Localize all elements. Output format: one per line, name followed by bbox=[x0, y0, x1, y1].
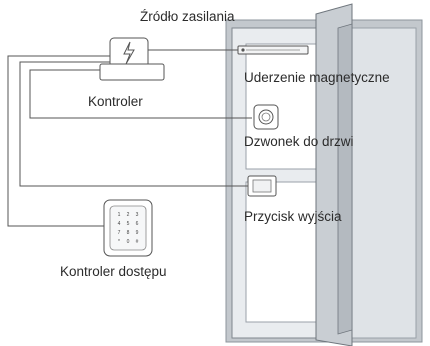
keypad-key: 2 bbox=[127, 212, 130, 218]
keypad-key: 6 bbox=[136, 221, 139, 227]
power-source-label: Źródło zasilania bbox=[140, 9, 235, 24]
door-leaf bbox=[231, 3, 353, 346]
doorbell-label: Dzwonek do drzwi bbox=[244, 134, 354, 149]
exit-panel-icon bbox=[252, 179, 272, 193]
keypad-key: 8 bbox=[127, 230, 130, 236]
magnetic-strike bbox=[237, 45, 309, 55]
keypad-key: 5 bbox=[127, 221, 130, 227]
controller-label: Kontroler bbox=[88, 94, 143, 109]
keypad-key: # bbox=[136, 239, 139, 245]
keypad-key: 0 bbox=[127, 239, 130, 245]
access-controller-label: Kontroler dostępu bbox=[60, 264, 167, 279]
keypad-key: 1 bbox=[118, 212, 121, 218]
wiring bbox=[7, 49, 252, 227]
keypad-key: 9 bbox=[136, 230, 139, 236]
keypad-key: 3 bbox=[136, 212, 139, 218]
magnetic-strike-label: Uderzenie magnetyczne bbox=[244, 70, 390, 85]
ring-button-icon bbox=[258, 109, 274, 125]
keypad-key: 4 bbox=[118, 221, 121, 227]
controller-box bbox=[99, 63, 165, 81]
keypad-key: * bbox=[118, 239, 120, 245]
exit-button-device bbox=[247, 175, 277, 197]
keypad-key: 7 bbox=[118, 230, 121, 236]
doorbell-device bbox=[253, 104, 279, 130]
exit-button-label: Przycisk wyjścia bbox=[244, 209, 342, 224]
